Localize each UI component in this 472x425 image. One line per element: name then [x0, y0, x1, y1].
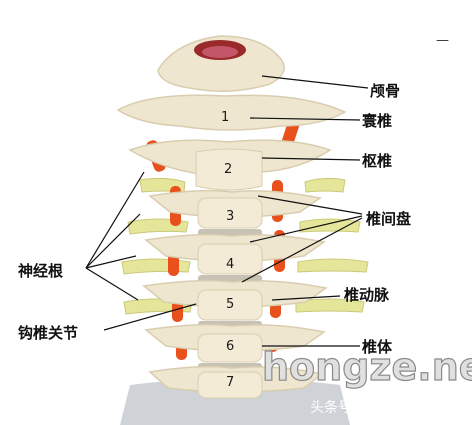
vertebra-numbers: 1 2 3 4 5 6 7 — [221, 110, 234, 390]
vertebra-number: 3 — [226, 209, 234, 224]
watermark-footer: 头条号 / 智信操平台 — [310, 399, 436, 416]
vertebra-number: 2 — [224, 162, 232, 177]
labels: 颅骨 寰椎 枢椎 椎间盘 神经根 椎动脉 钩椎关节 椎体 — [18, 82, 411, 356]
vertebra-number: 7 — [226, 375, 234, 390]
label-uncovertebral: 钩椎关节 — [18, 324, 78, 342]
vertebra-number: 6 — [226, 339, 234, 354]
model-stand — [120, 378, 350, 425]
vertebra-number: 4 — [226, 257, 234, 272]
vertebra-number: 5 — [226, 297, 234, 312]
occipital-bone — [157, 35, 285, 92]
label-nerve-root: 神经根 — [18, 262, 63, 280]
watermark: hongze.net 头条号 / 智信操平台 — [261, 344, 472, 416]
label-atlas: 寰椎 — [361, 112, 392, 130]
label-artery: 椎动脉 — [344, 286, 390, 304]
label-occiput: 颅骨 — [370, 82, 400, 100]
leader-lines — [85, 75, 369, 347]
vertebra-number: 1 — [221, 110, 229, 125]
label-body: 椎体 — [362, 338, 393, 356]
watermark-site: hongze.net — [262, 345, 472, 389]
label-axis: 枢椎 — [362, 152, 392, 170]
vertebrae — [116, 94, 347, 399]
label-disc: 椎间盘 — [366, 210, 411, 228]
corner-mark: — — [436, 33, 449, 48]
